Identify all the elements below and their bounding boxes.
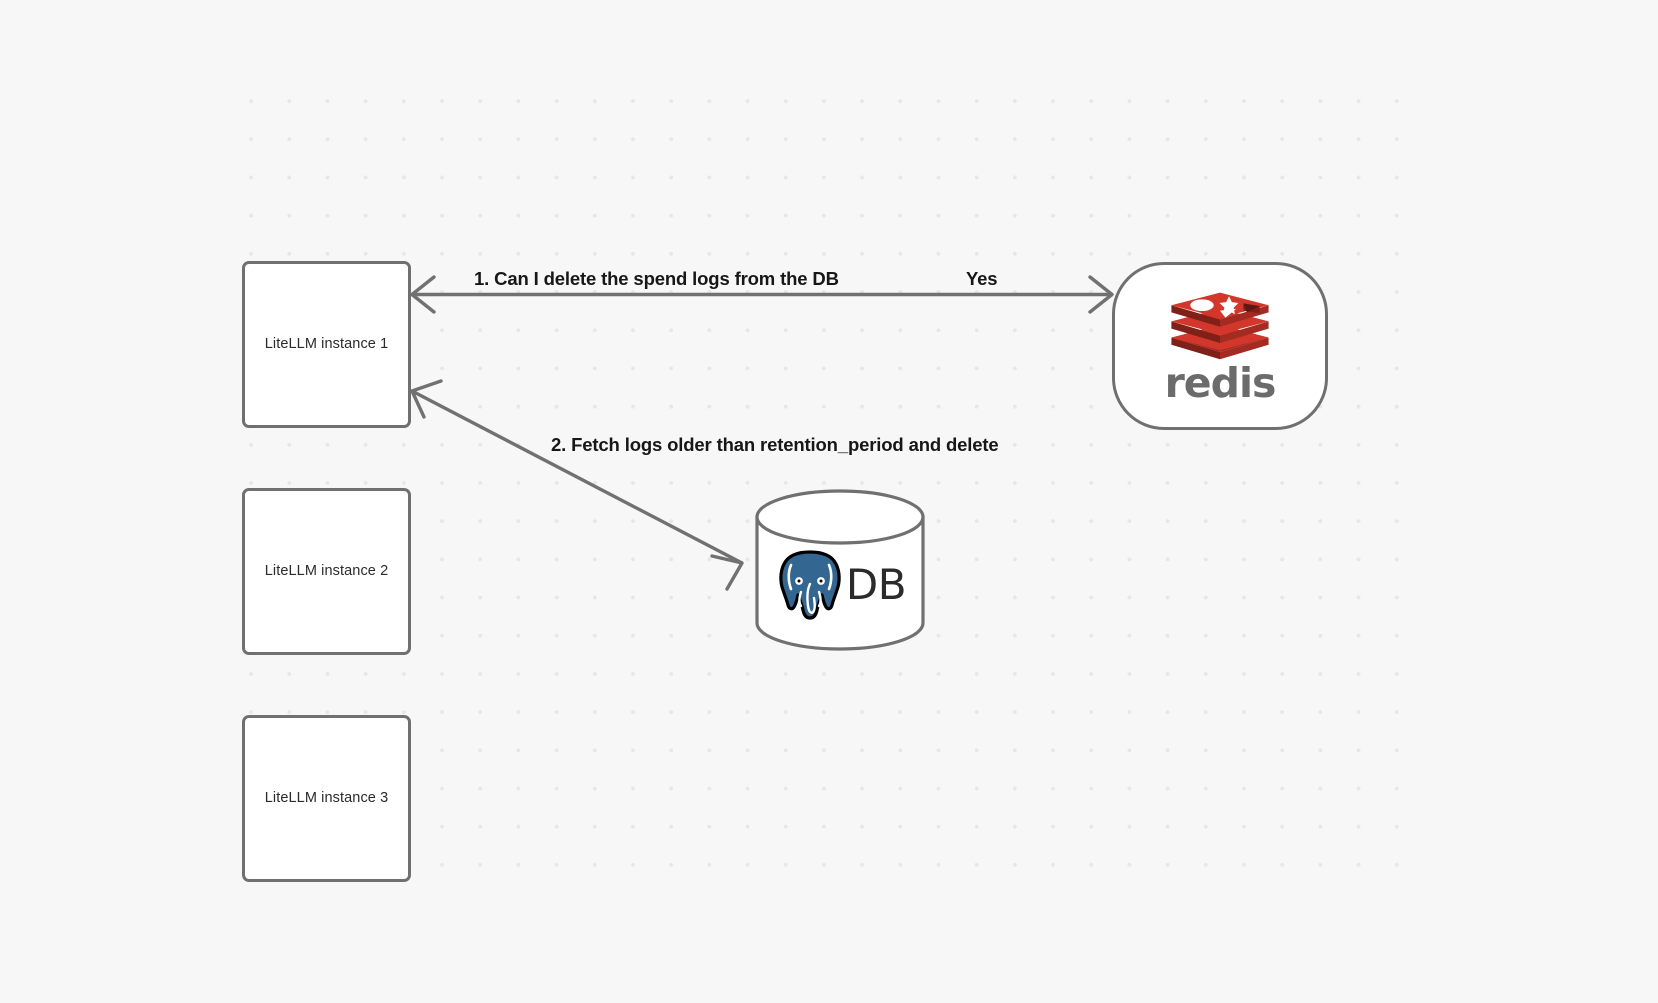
arrowhead-left [410,275,436,314]
node-redis[interactable]: redis [1112,262,1328,430]
node-litellm-instance-3[interactable]: LiteLLM instance 3 [242,715,411,882]
redis-stack-icon [1171,292,1269,360]
edge-label-reply: Yes [966,268,998,289]
edge-litellm1-db [410,379,744,591]
arrowhead-db [710,554,744,591]
arrowhead-origin [410,379,443,419]
node-litellm-instance-3-label: LiteLLM instance 3 [264,789,389,806]
node-litellm-instance-2[interactable]: LiteLLM instance 2 [242,488,411,655]
node-litellm-instance-1-label: LiteLLM instance 1 [264,335,389,352]
node-litellm-instance-1[interactable]: LiteLLM instance 1 [242,261,411,428]
database-logo-row: DB [754,489,926,651]
redis-wordmark: redis [1164,359,1277,408]
node-database[interactable]: DB [754,489,926,651]
node-litellm-instance-2-label: LiteLLM instance 2 [264,562,389,579]
postgresql-elephant-icon [779,550,841,620]
database-label: DB [845,560,907,609]
edge-label-fetch-delete: 2. Fetch logs older than retention_perio… [551,434,999,455]
arrowhead-right [1088,275,1114,314]
edge-label-request: 1. Can I delete the spend logs from the … [474,268,839,289]
redis-logo: redis [1165,289,1276,403]
